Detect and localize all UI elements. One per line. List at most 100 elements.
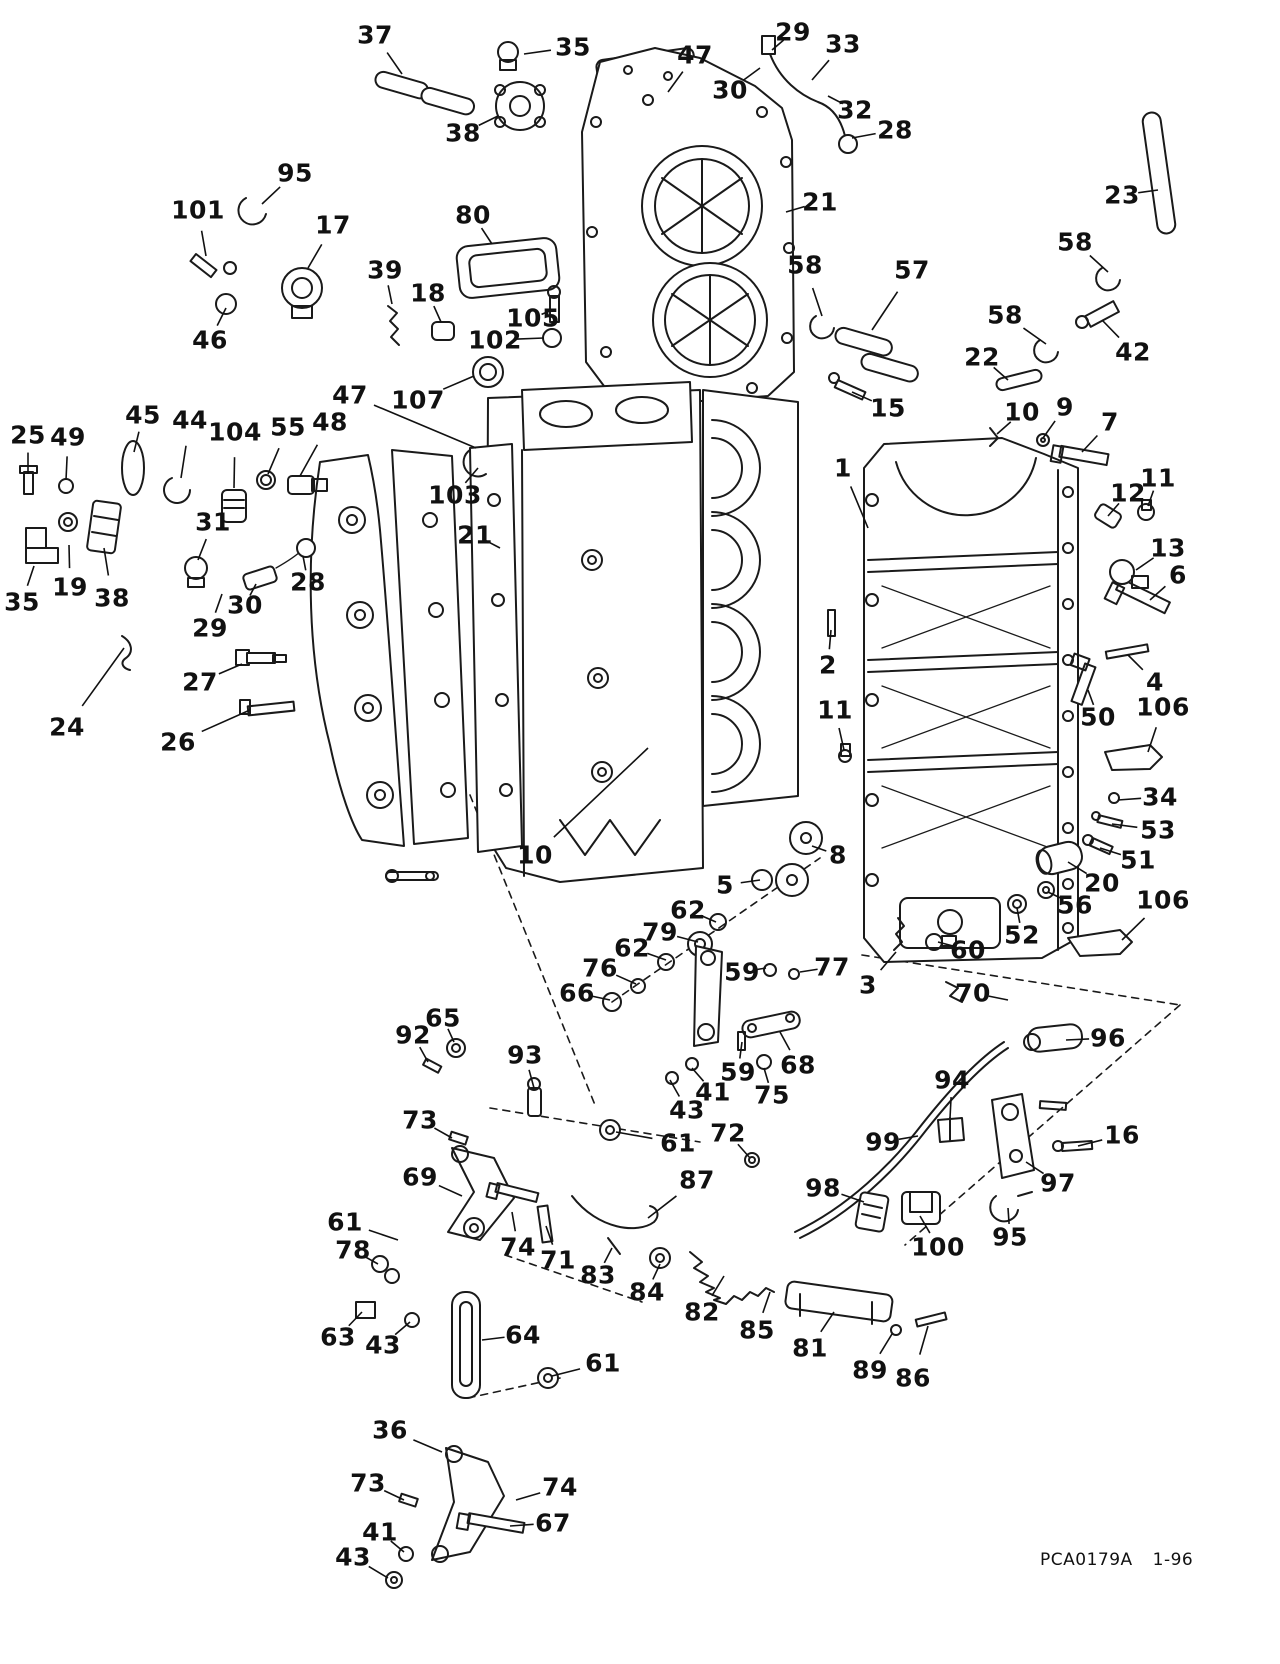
part-number-label: 28 (290, 567, 326, 597)
part-number-label: 10 (1004, 397, 1040, 427)
part-number-label: 58 (1057, 227, 1093, 257)
part-number-label: 83 (580, 1260, 616, 1290)
part-number-label: 22 (964, 342, 1000, 372)
part-number-label: 79 (642, 917, 678, 947)
part-number-label: 29 (775, 17, 811, 47)
part-number-label: 35 (4, 587, 40, 617)
part-number-label: 59 (724, 957, 760, 987)
part-number-label: 95 (277, 158, 313, 188)
part-number-label: 2 (819, 650, 837, 680)
part-number-label: 13 (1150, 533, 1186, 563)
part-number-label: 15 (870, 393, 906, 423)
part-number-label: 5 (716, 870, 734, 900)
part-number-label: 30 (712, 75, 748, 105)
part-number-label: 61 (660, 1128, 696, 1158)
part-number-label: 1 (834, 453, 852, 483)
part-number-label: 49 (50, 422, 86, 452)
part-number-label: 19 (52, 572, 88, 602)
part-number-label: 93 (507, 1040, 543, 1070)
part-number-label: 26 (160, 727, 196, 757)
part-number-label: 48 (312, 407, 348, 437)
part-number-label: 3 (859, 970, 877, 1000)
part-number-label: 87 (679, 1165, 715, 1195)
part-number-label: 55 (270, 412, 306, 442)
part-number-label: 47 (677, 40, 713, 70)
part-number-label: 38 (445, 118, 481, 148)
crankcase-art (863, 437, 1079, 963)
part-number-label: 36 (372, 1415, 408, 1445)
figure-code: PCA0179A (1040, 1550, 1133, 1570)
part-number-label: 43 (365, 1330, 401, 1360)
part-number-label: 73 (350, 1468, 386, 1498)
part-number-label: 94 (934, 1065, 970, 1095)
part-number-label: 6 (1169, 560, 1187, 590)
part-number-label: 105 (506, 303, 560, 333)
cylinder-head-art (581, 47, 795, 403)
part-number-label: 62 (614, 933, 650, 963)
part-number-label: 75 (754, 1080, 790, 1110)
part-number-label: 84 (629, 1277, 665, 1307)
part-number-label: 61 (327, 1207, 363, 1237)
part-number-label: 58 (787, 250, 823, 280)
part-number-label: 52 (1004, 920, 1040, 950)
part-number-label: 24 (49, 712, 85, 742)
part-number-label: 69 (402, 1162, 438, 1192)
part-number-label: 106 (1136, 885, 1190, 915)
part-number-label: 56 (1057, 890, 1093, 920)
part-number-label: 38 (94, 583, 130, 613)
part-number-label: 23 (1104, 180, 1140, 210)
part-number-label: 99 (865, 1127, 901, 1157)
part-number-label: 74 (500, 1232, 536, 1262)
part-number-label: 31 (195, 507, 231, 537)
part-number-label: 101 (171, 195, 225, 225)
part-number-label: 30 (227, 590, 263, 620)
part-number-label: 18 (410, 278, 446, 308)
cable-bracket-parts-art (794, 981, 1094, 1239)
part-number-label: 76 (582, 953, 618, 983)
part-number-label: 100 (911, 1232, 965, 1262)
part-number-label: 21 (802, 187, 838, 217)
part-number-label: 47 (332, 380, 368, 410)
part-number-label: 104 (208, 417, 262, 447)
part-number-label: 61 (585, 1348, 621, 1378)
part-number-label: 107 (391, 385, 445, 415)
part-number-label: 98 (805, 1173, 841, 1203)
part-number-label: 71 (540, 1245, 576, 1275)
exhaust-cover-art (309, 443, 523, 853)
part-number-label: 59 (720, 1057, 756, 1087)
part-number-label: 33 (825, 29, 861, 59)
part-number-label: 95 (992, 1222, 1028, 1252)
part-number-label: 42 (1115, 337, 1151, 367)
part-number-label: 28 (877, 115, 913, 145)
part-number-label: 67 (535, 1508, 571, 1538)
part-number-label: 21 (457, 520, 493, 550)
part-number-label: 74 (542, 1472, 578, 1502)
cylinder-block-art (485, 381, 799, 883)
part-number-label: 77 (814, 952, 850, 982)
part-number-label: 70 (955, 978, 991, 1008)
part-number-label: 64 (505, 1320, 541, 1350)
part-number-label: 44 (172, 405, 208, 435)
part-number-label: 78 (335, 1235, 371, 1265)
part-number-label: 34 (1142, 782, 1178, 812)
part-number-label: 51 (1120, 845, 1156, 875)
part-number-label: 25 (10, 420, 46, 450)
part-number-label: 81 (792, 1333, 828, 1363)
part-number-label: 103 (428, 480, 482, 510)
part-number-label: 11 (1140, 463, 1176, 493)
part-number-label: 43 (669, 1095, 705, 1125)
part-number-label: 73 (402, 1105, 438, 1135)
part-number-label: 4 (1146, 667, 1164, 697)
part-number-label: 86 (895, 1363, 931, 1393)
part-number-label: 102 (468, 325, 522, 355)
part-number-label: 60 (950, 935, 986, 965)
part-number-label: 53 (1140, 815, 1176, 845)
part-number-label: 39 (367, 255, 403, 285)
part-number-label: 35 (555, 32, 591, 62)
part-number-label: 65 (425, 1003, 461, 1033)
part-number-label: 10 (517, 840, 553, 870)
part-number-label: 85 (739, 1315, 775, 1345)
part-number-label: 17 (315, 210, 351, 240)
